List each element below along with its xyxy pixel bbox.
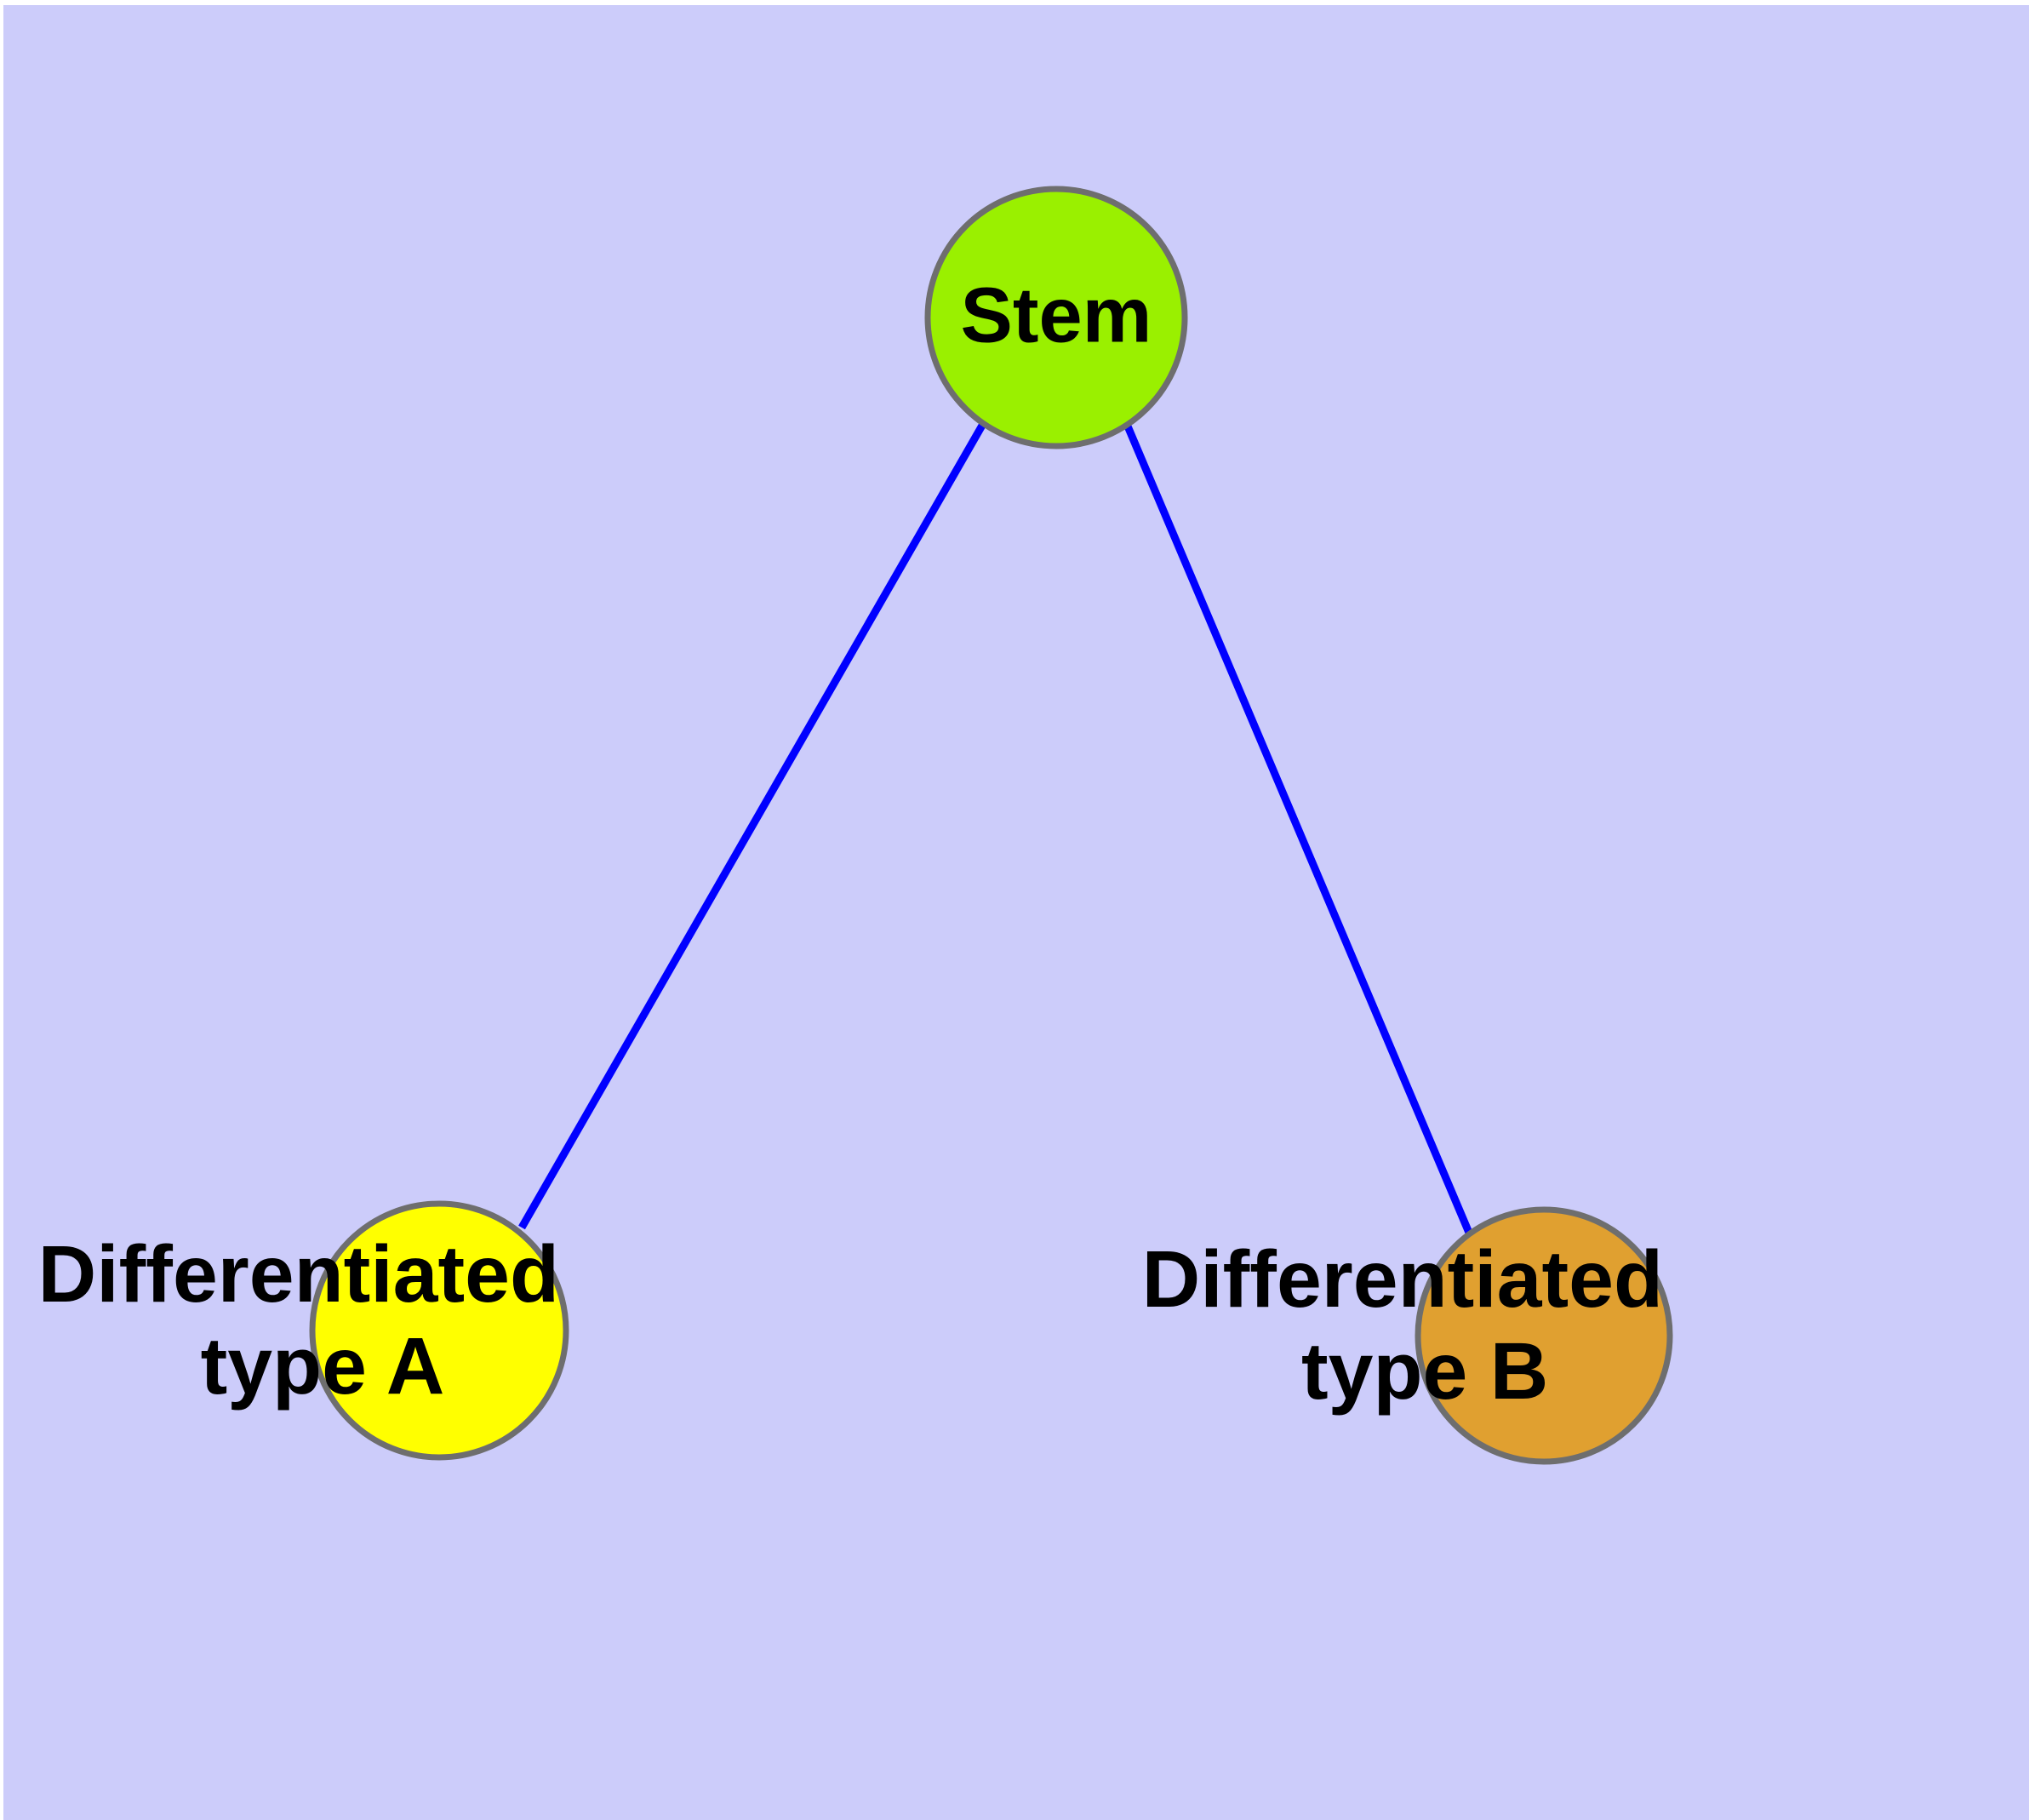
node-differentiated-type-b[interactable]: Differentiated type B	[1142, 1206, 1911, 1465]
node-differentiated-type-b-label-line-1: Differentiated	[1142, 1234, 1663, 1325]
edge-stem-to-differentiated-type-b[interactable]	[1122, 421, 1473, 1234]
node-stem[interactable]: Stem	[924, 186, 1188, 449]
edge-layer	[518, 421, 1473, 1234]
node-differentiated-type-a-label-line-2: type A	[201, 1321, 443, 1411]
node-differentiated-type-b-label-line-2: type B	[1301, 1326, 1548, 1417]
node-stem-circle[interactable]	[924, 186, 1188, 449]
edge-stem-to-differentiated-type-a[interactable]	[518, 421, 986, 1230]
node-differentiated-type-a-label: Differentiated type A	[38, 1229, 807, 1411]
node-layer: Stem Differentiated type A Differentiate…	[38, 186, 1911, 1465]
node-stem-label: Stem	[961, 272, 1152, 358]
node-differentiated-type-b-label: Differentiated type B	[1142, 1234, 1911, 1417]
node-differentiated-type-a-circle[interactable]	[309, 1200, 569, 1461]
node-differentiated-type-b-circle[interactable]	[1415, 1206, 1673, 1465]
node-differentiated-type-a-label-line-1: Differentiated	[38, 1229, 559, 1319]
node-differentiated-type-a[interactable]: Differentiated type A	[38, 1200, 807, 1461]
